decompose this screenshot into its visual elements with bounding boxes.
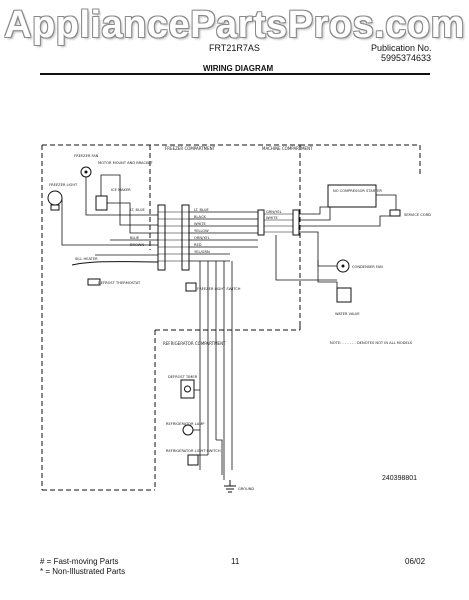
compressor-label: NO COMPRESSOR STARTER [333,189,382,193]
header-rule [40,73,430,75]
defrost-thermostat-label: DEFROST THERMOSTAT [98,281,141,285]
freezer-light: FREEZER LIGHT [47,183,78,211]
refrigerator-light-switch: REFRIGERATOR LIGHT SWITCH [166,449,221,466]
diagram-code: 240398801 [382,475,418,482]
page-number: 11 [231,557,240,566]
freezer-fan-label: FREEZER FAN [74,154,99,158]
publication-label: Publication No. [371,43,432,53]
page-title: WIRING DIAGRAM [203,64,274,73]
watermark: AppliancePartsPros.com [4,4,465,46]
wire-label: WHITE [266,216,279,220]
freezer-light-label: FREEZER LIGHT [49,183,78,187]
compressor: NO COMPRESSOR STARTER [327,184,382,208]
wire-label: BLUE [130,236,140,240]
service-cord-label: SERVICE CORD [404,213,431,217]
wire-label: WHITE [194,222,207,226]
diagram-note: NOTE: - - - - - - DENOTES NOT IN ALL MOD… [330,341,413,345]
harness-wires [61,174,258,320]
ground: GROUND [224,480,254,493]
defrost-timer: DEFROST TIMER [168,375,198,399]
compartment-borders [41,144,421,491]
service-cord: SERVICE CORD [389,209,431,217]
motor-mount-label: MOTOR MOUNT AND BRACKET [98,161,154,165]
wire-label: BLACK [194,215,206,219]
legend-non-illustrated: * = Non-Illustrated Parts [40,567,126,576]
sill-heater-label: SILL HEATER [75,257,98,261]
machine-compartment-label: MACHINE COMPARTMENT [262,146,313,151]
water-valve: WATER VALVE [335,287,360,316]
freezer-light-switch-label: FREEZER LIGHT SWITCH [197,287,241,291]
machine-connector [257,209,300,236]
ground-label: GROUND [238,487,254,491]
publication-date: 06/02 [405,557,426,566]
wire-label: LT. BLUE [130,208,145,212]
wire-label: BROWN [130,243,144,247]
refrig-lamp-label: REFRIGERATOR LAMP [166,422,205,426]
refrigerator-compartment-label: REFRIGERATOR COMPARTMENT [163,341,226,346]
wire-label: ORN/YEL [194,236,210,240]
refrig-light-switch-label: REFRIGERATOR LIGHT SWITCH [166,449,221,453]
freezer-connector [157,204,190,271]
freezer-light-switch: FREEZER LIGHT SWITCH [185,282,241,292]
model-number: FRT21R7AS [209,43,260,53]
wire-label: GRN/YEL [266,210,282,214]
wire-label: YEL/GRN [194,250,210,254]
condenser-fan: CONDENSER FAN [336,259,383,273]
defrost-thermostat: DEFROST THERMOSTAT [87,278,141,286]
freezer-compartment-label: FREEZER COMPARTMENT [165,146,216,151]
wire-color-labels: LT. BLUE LT. BLUE BLACK WHITE YELLOW ORN… [130,208,282,254]
condenser-fan-label: CONDENSER FAN [352,265,383,269]
sill-heater: SILL HEATER [71,257,159,266]
legend-fast-moving: # = Fast-moving Parts [40,557,119,566]
water-valve-label: WATER VALVE [335,312,360,316]
wire-label: LT. BLUE [194,208,209,212]
wire-label: YELLOW [194,229,209,233]
refrigerator-lamp: REFRIGERATOR LAMP [166,422,205,436]
wire-label: RED [194,243,202,247]
defrost-timer-label: DEFROST TIMER [168,375,198,379]
ice-maker-label: ICE MAKER [111,188,131,192]
publication-number: 5995374633 [381,53,432,63]
freezer-fan: FREEZER FAN MOTOR MOUNT AND BRACKET [74,154,154,178]
machine-wires [275,194,397,288]
